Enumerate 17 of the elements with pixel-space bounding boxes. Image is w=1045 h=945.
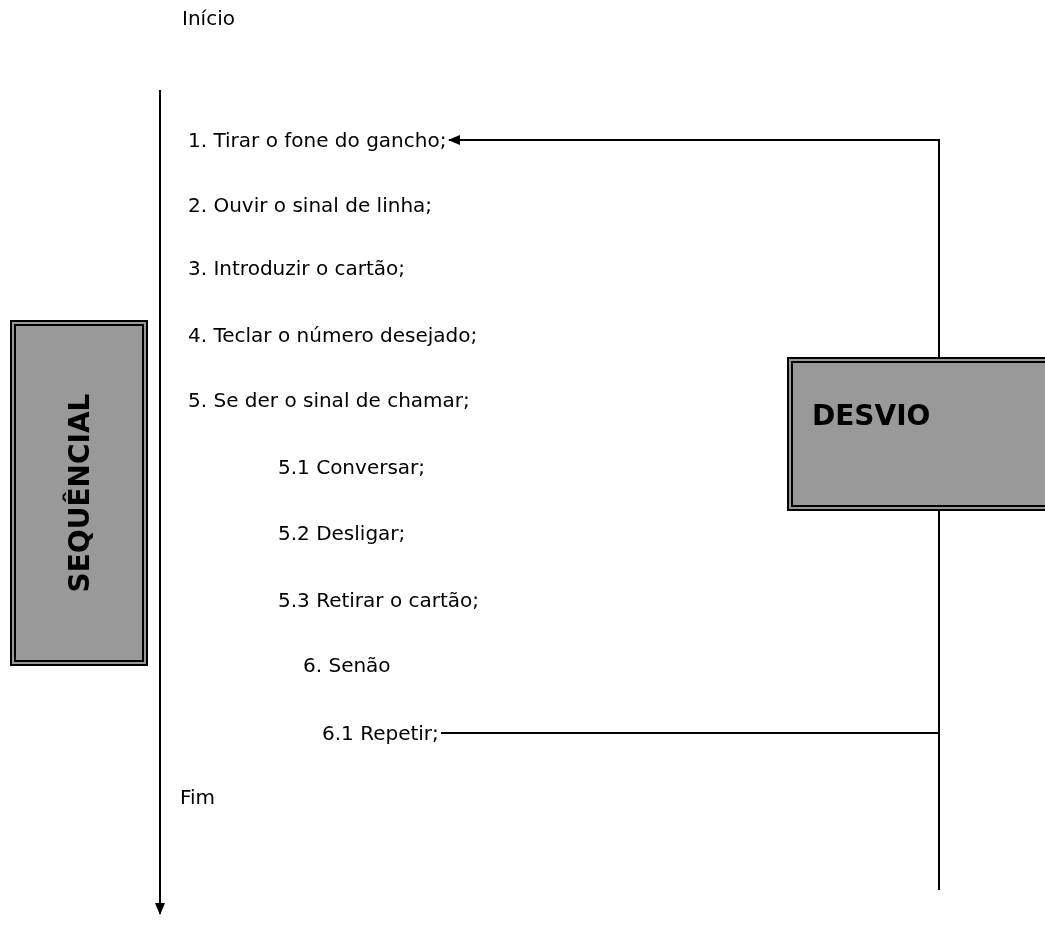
box-title: SEQUÊNCIAL xyxy=(62,393,96,593)
step-text: 3. Introduzir o cartão; xyxy=(188,255,406,281)
end-label: Fim xyxy=(180,784,216,810)
step-text: 5.1 Conversar; xyxy=(278,454,426,480)
box-title: DESVIO xyxy=(812,399,931,432)
step-text: 5.3 Retirar o cartão; xyxy=(278,587,480,613)
step-text: 2. Ouvir o sinal de linha; xyxy=(188,192,433,218)
sequence-box xyxy=(10,320,148,666)
step-text: 6. Senão xyxy=(303,652,391,678)
step-text: 1. Tirar o fone do gancho; xyxy=(188,127,447,153)
step-text: 5.2 Desligar; xyxy=(278,520,406,546)
step-text: 5. Se der o sinal de chamar; xyxy=(188,387,470,413)
arrow xyxy=(448,135,940,358)
start-label: Início xyxy=(182,5,235,31)
step-text: 6.1 Repetir; xyxy=(322,720,439,746)
step-text: 4. Teclar o número desejado; xyxy=(188,322,478,348)
branch-box xyxy=(787,357,1045,511)
